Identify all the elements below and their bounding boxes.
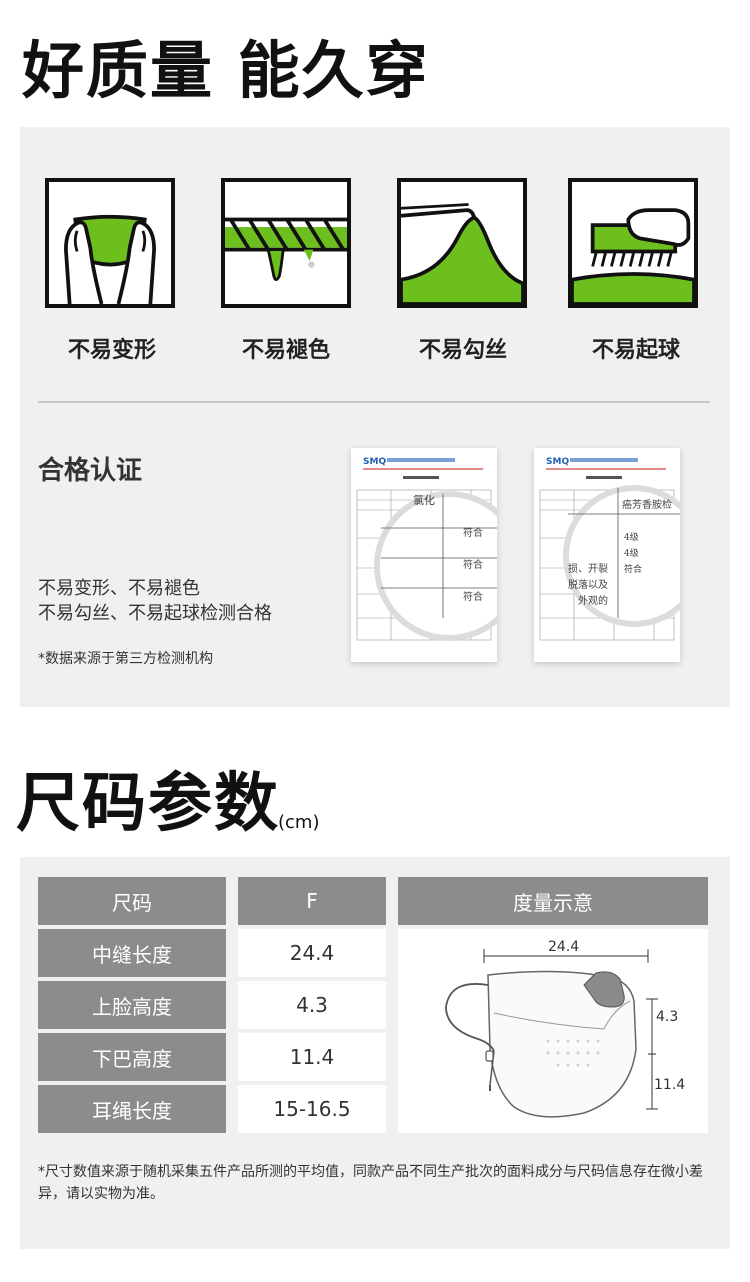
snag-hook-icon	[397, 178, 527, 308]
size-unit: (cm)	[278, 812, 320, 833]
diagram-upper-label: 4.3	[656, 1009, 678, 1025]
dripping-rope-icon	[221, 178, 351, 308]
report-zoom-text: 损、开裂	[568, 562, 608, 575]
size-row-value: 11.4	[238, 1033, 386, 1081]
test-report-1: SMQ 氯化 符合 符合 符合	[351, 448, 497, 662]
feature-label: 不易勾丝	[418, 338, 507, 363]
size-row-value: 4.3	[238, 981, 386, 1029]
test-report-2: SMQ 癌芳香胺检 4级 4级 符合 损、开裂 脱落以及 外观的	[534, 448, 680, 662]
report-zoom-text: 符合	[463, 590, 483, 603]
report-zoom-text: 4级	[624, 531, 639, 543]
size-row-name: 中缝长度	[38, 929, 226, 977]
brush-hand-icon	[568, 178, 698, 308]
size-title: 尺码参数	[16, 767, 280, 841]
report-logo: SMQ	[546, 457, 569, 467]
report-zoom-text: 脱落以及	[568, 578, 608, 591]
report-logo: SMQ	[363, 457, 386, 467]
size-row-name: 上脸高度	[38, 981, 226, 1029]
feature-label: 不易变形	[67, 338, 156, 363]
certification-line: 不易变形、不易褪色	[38, 578, 200, 599]
report-zoom-text: 外观的	[578, 594, 608, 607]
certification-note: *数据来源于第三方检测机构	[38, 651, 213, 667]
report-zoom-text: 4级	[624, 547, 639, 559]
report-zoom-text: 癌芳香胺检	[622, 498, 672, 511]
size-note: *尺寸数值来源于随机采集五件产品所测的平均值，同款产品不同生产批次的面料成分与尺…	[38, 1164, 703, 1202]
size-row-name: 耳绳长度	[38, 1085, 226, 1133]
size-row-value: 15-16.5	[238, 1085, 386, 1133]
size-table-header-name: 尺码	[38, 877, 226, 925]
report-zoom-text: 符合	[624, 563, 642, 575]
report-zoom-text: 氯化	[413, 493, 435, 507]
size-row-value: 24.4	[238, 929, 386, 977]
feature-label: 不易褪色	[241, 338, 330, 363]
size-row-name: 下巴高度	[38, 1033, 226, 1081]
mask-measurement-diagram: 24.4 4.3 11.4	[398, 929, 708, 1133]
size-table-header-diagram: 度量示意	[398, 877, 708, 925]
diagram-width-label: 24.4	[548, 939, 579, 955]
report-zoom-text: 符合	[463, 558, 483, 571]
diagram-lower-label: 11.4	[654, 1077, 685, 1093]
stretch-hands-icon	[45, 178, 175, 308]
feature-label: 不易起球	[591, 338, 680, 363]
divider	[38, 401, 710, 403]
size-table-header-value: F	[238, 877, 386, 925]
report-zoom-text: 符合	[463, 526, 483, 539]
quality-title: 好质量 能久穿	[22, 34, 430, 107]
certification-line: 不易勾丝、不易起球检测合格	[38, 603, 272, 624]
certification-title: 合格认证	[38, 456, 143, 486]
